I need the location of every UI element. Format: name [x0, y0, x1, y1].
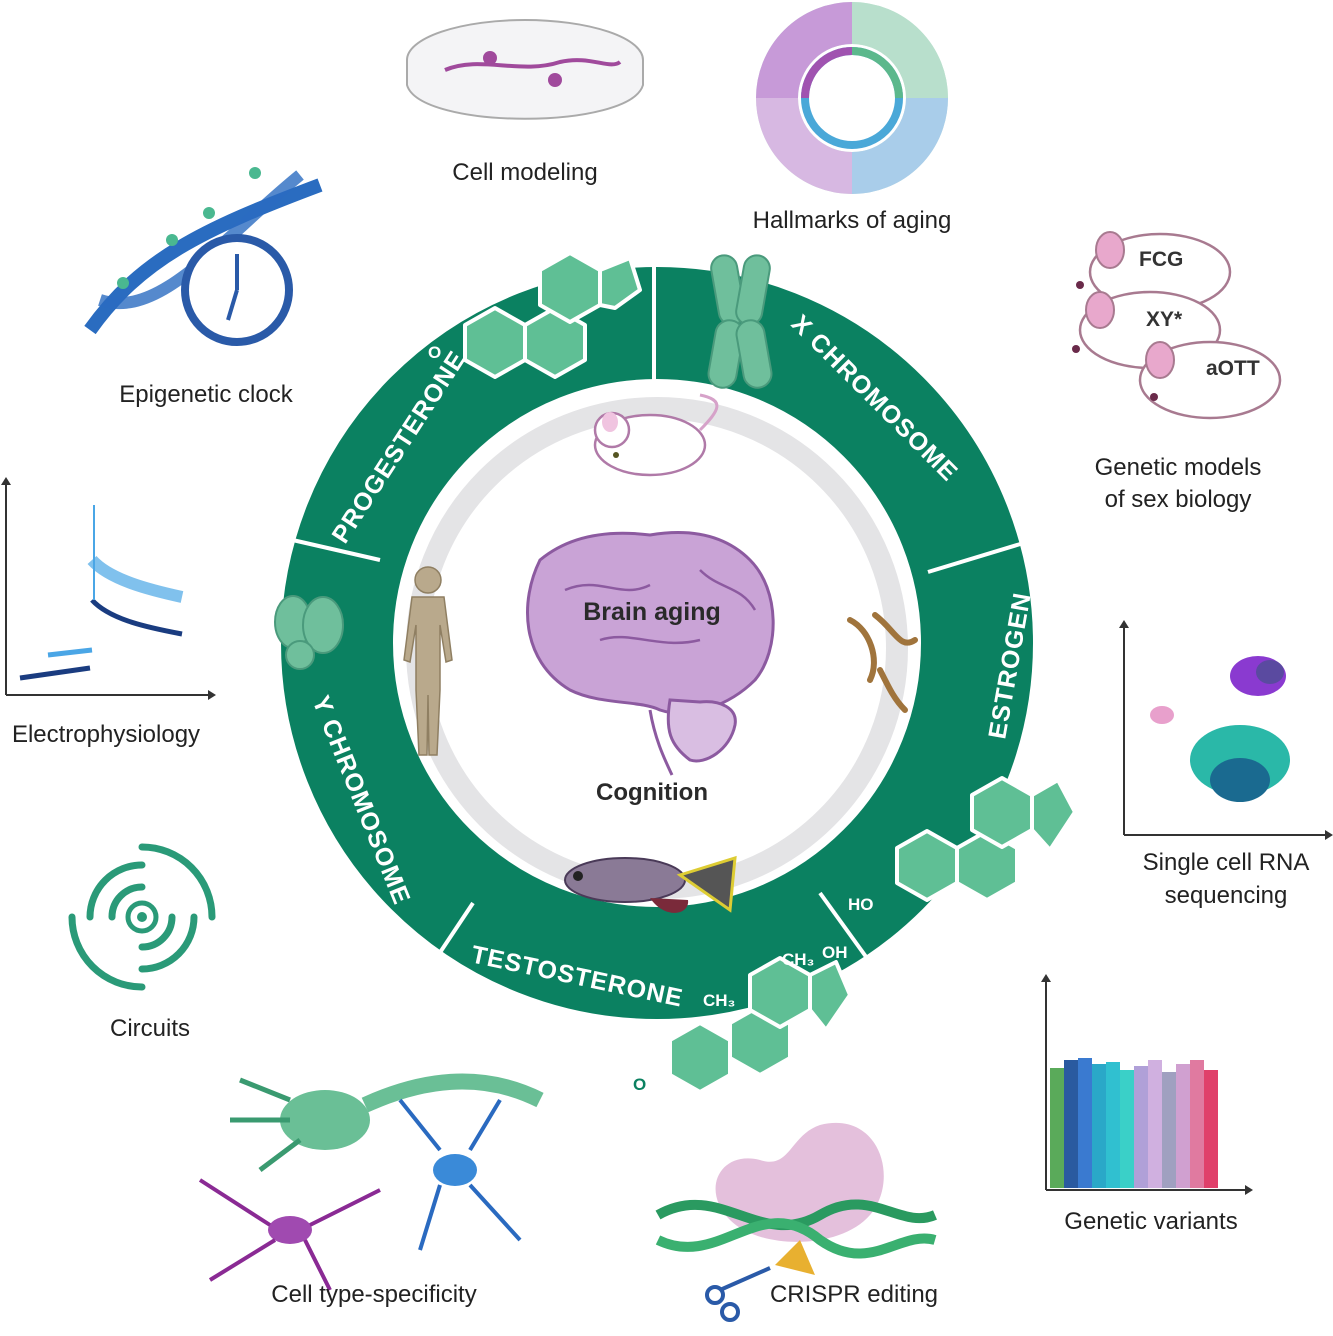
genetic-variants-plot [1041, 974, 1253, 1195]
mouse-label-fcg: FCG [1139, 248, 1183, 271]
hallmarks-label: Hallmarks of aging [753, 207, 952, 234]
mouse-icon [593, 393, 719, 477]
brain-icon [526, 531, 775, 776]
cell-modeling-label: Cell modeling [452, 159, 597, 186]
progesterone-o: O [428, 343, 441, 362]
genetic-mice-icon [1072, 231, 1282, 420]
estrogen-molecule [895, 769, 1077, 902]
estrogen-oh: OH [1046, 753, 1072, 772]
x-chromosome-icon [707, 254, 773, 389]
hallmarks-donut [756, 2, 948, 194]
testosterone-o: O [633, 1075, 646, 1094]
genetic-models-label-line2: of sex biology [1105, 486, 1252, 513]
testosterone-ch3-a: CH₃ [703, 991, 735, 1010]
testosterone-oh: OH [822, 943, 848, 962]
mouse-label-xy: XY* [1146, 308, 1183, 331]
testosterone-ch3-b: CH₃ [782, 950, 814, 969]
testosterone-molecule [668, 956, 852, 1094]
crispr-label: CRISPR editing [770, 1281, 938, 1308]
genetic-variants-label: Genetic variants [1064, 1208, 1237, 1235]
circuits-icon [68, 843, 216, 991]
human-icon [403, 566, 453, 756]
epigenetic-clock-icon [84, 167, 323, 346]
estrogen-ho: HO [848, 895, 874, 914]
center-title: Brain aging [583, 598, 721, 626]
circuits-label: Circuits [110, 1015, 190, 1042]
scrna-label-line2: sequencing [1165, 882, 1288, 909]
center-subtitle: Cognition [596, 779, 708, 806]
neurons-icon [198, 1073, 544, 1291]
mouse-label-aott: aOTT [1206, 357, 1260, 380]
electrophysiology-plot [1, 477, 216, 700]
cell-type-label: Cell type-specificity [271, 1281, 476, 1308]
y-chromosome-icon [274, 595, 344, 670]
worm-icon [847, 612, 918, 713]
fish-icon [564, 855, 737, 913]
epigenetic-clock-label: Epigenetic clock [119, 381, 293, 408]
scrna-plot [1119, 620, 1333, 840]
crispr-icon [655, 1122, 937, 1322]
scrna-label-line1: Single cell RNA [1143, 849, 1310, 876]
progesterone-molecule [463, 202, 649, 379]
petri-dish-icon [406, 19, 644, 120]
genetic-models-label-line1: Genetic models [1095, 454, 1262, 481]
electrophysiology-label: Electrophysiology [12, 721, 200, 748]
